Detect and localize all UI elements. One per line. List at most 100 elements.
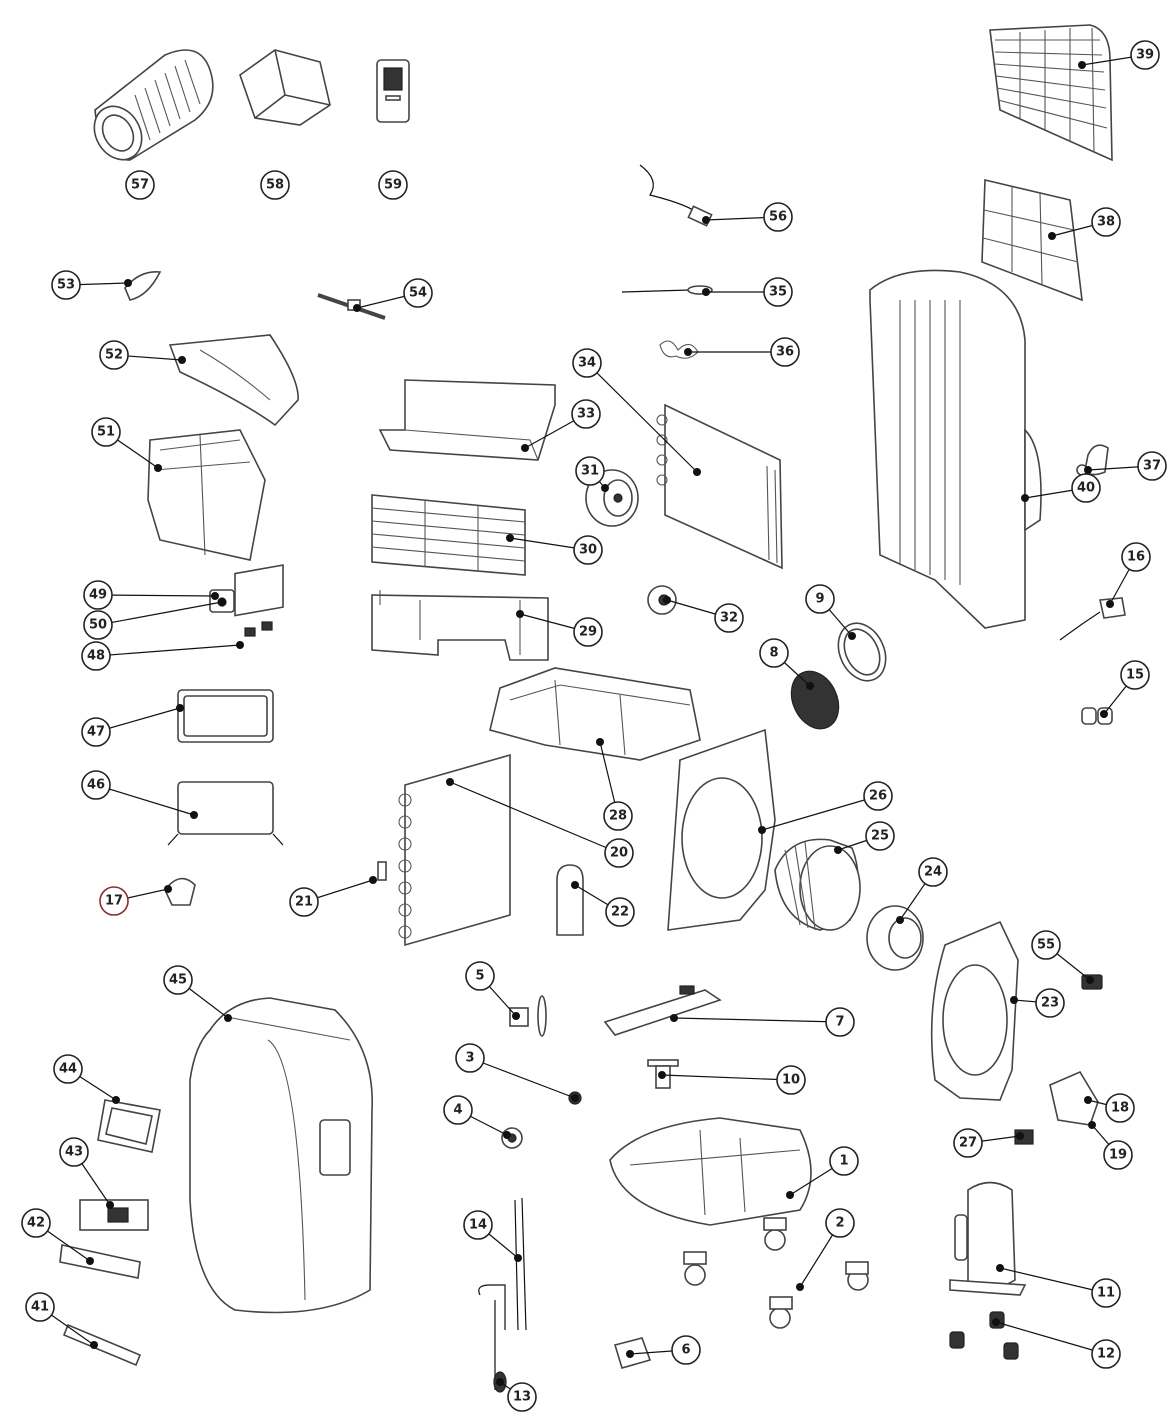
callout-circle-7 xyxy=(825,1007,855,1037)
part-drain-plug xyxy=(1076,444,1109,476)
callout-31: 31 xyxy=(575,456,605,486)
callout-circle-9 xyxy=(805,584,835,614)
callout-number-27: 27 xyxy=(959,1136,977,1151)
callout-36: 36 xyxy=(770,337,800,367)
leader-dot-39 xyxy=(1078,61,1086,69)
callout-circle-16 xyxy=(1121,542,1151,572)
callout-54: 54 xyxy=(403,278,433,308)
leader-dot-29 xyxy=(516,610,524,618)
callout-circle-24 xyxy=(918,857,948,887)
callout-circle-19 xyxy=(1103,1140,1133,1170)
callout-number-57: 57 xyxy=(131,178,149,193)
callout-circle-48 xyxy=(81,641,111,671)
leader-dot-21 xyxy=(369,876,377,884)
callout-circle-32 xyxy=(714,603,744,633)
leader-dot-36 xyxy=(684,348,692,356)
leader-dot-38 xyxy=(1048,232,1056,240)
leader-dot-1 xyxy=(786,1191,794,1199)
callout-number-55: 55 xyxy=(1037,938,1055,953)
leader-dot-14 xyxy=(514,1254,522,1262)
callout-circle-52 xyxy=(99,340,129,370)
leader-dot-13 xyxy=(496,1378,504,1386)
callout-number-41: 41 xyxy=(31,1300,49,1315)
callout-circle-27 xyxy=(953,1128,983,1158)
callout-number-18: 18 xyxy=(1111,1101,1129,1116)
leader-dot-54 xyxy=(353,304,361,312)
part-temperature-sensor xyxy=(621,285,713,295)
part-exhaust-hose xyxy=(93,49,214,161)
callout-circle-46 xyxy=(81,770,111,800)
part-fan-ring xyxy=(837,622,887,682)
leader-dot-40 xyxy=(1021,494,1029,502)
callout-number-14: 14 xyxy=(469,1218,487,1233)
leader-line-48 xyxy=(95,644,241,657)
callout-number-24: 24 xyxy=(924,865,942,880)
callout-circle-20 xyxy=(604,838,634,868)
leader-dot-49 xyxy=(211,592,219,600)
callout-41: 41 xyxy=(25,1292,55,1322)
part-button-strip xyxy=(62,1323,142,1367)
part-upper-frame xyxy=(378,379,556,461)
part-drain-tray xyxy=(489,667,701,761)
part-swing-rod xyxy=(317,293,386,320)
leader-dot-27 xyxy=(1016,1132,1024,1140)
leader-line-10 xyxy=(661,1074,792,1081)
leader-dot-52 xyxy=(178,356,186,364)
part-evaporator xyxy=(656,403,783,570)
callout-circle-47 xyxy=(81,717,111,747)
leader-dot-41 xyxy=(90,1341,98,1349)
callout-number-5: 5 xyxy=(475,969,484,984)
part-control-panel xyxy=(59,1244,141,1279)
callout-circle-31 xyxy=(575,456,605,486)
callout-circle-25 xyxy=(865,821,895,851)
callout-7: 7 xyxy=(825,1007,855,1037)
part-remote-control xyxy=(376,59,410,123)
callout-number-23: 23 xyxy=(1041,996,1059,1011)
leader-dot-45 xyxy=(224,1014,232,1022)
part-blower-housing xyxy=(930,920,1019,1101)
callout-circle-36 xyxy=(770,337,800,367)
callout-30: 30 xyxy=(573,535,603,565)
leader-dot-18 xyxy=(1084,1096,1092,1104)
part-condenser xyxy=(398,753,511,947)
callout-28: 28 xyxy=(603,801,633,831)
leader-dot-26 xyxy=(758,826,766,834)
callout-1: 1 xyxy=(829,1146,859,1176)
callout-number-46: 46 xyxy=(87,778,105,793)
part-control-pcb xyxy=(234,564,284,637)
callout-number-43: 43 xyxy=(65,1145,83,1160)
leader-dot-28 xyxy=(596,738,604,746)
leader-dot-10 xyxy=(658,1071,666,1079)
callout-number-56: 56 xyxy=(769,210,787,225)
callout-number-11: 11 xyxy=(1097,1286,1115,1301)
callout-circle-45 xyxy=(163,965,193,995)
leader-dot-42 xyxy=(86,1257,94,1265)
leader-line-20 xyxy=(449,781,620,854)
callout-number-40: 40 xyxy=(1077,481,1095,496)
callout-24: 24 xyxy=(918,857,948,887)
callout-circle-38 xyxy=(1091,207,1121,237)
callout-circle-26 xyxy=(863,781,893,811)
callout-number-28: 28 xyxy=(609,809,627,824)
callout-6: 6 xyxy=(671,1335,701,1365)
leader-dot-3 xyxy=(571,1094,579,1102)
callout-number-1: 1 xyxy=(839,1154,848,1169)
callout-number-22: 22 xyxy=(611,905,629,920)
callout-4: 4 xyxy=(443,1095,473,1125)
callout-circle-28 xyxy=(603,801,633,831)
callout-number-47: 47 xyxy=(87,725,105,740)
callout-number-39: 39 xyxy=(1136,48,1154,63)
callout-51: 51 xyxy=(91,417,121,447)
leader-dot-32 xyxy=(663,596,671,604)
callout-circle-49 xyxy=(83,580,113,610)
leader-dot-34 xyxy=(693,468,701,476)
part-gasket xyxy=(177,689,274,743)
callout-44: 44 xyxy=(53,1054,83,1084)
part-lcd-display xyxy=(79,1199,149,1231)
callout-circle-35 xyxy=(763,277,793,307)
callout-circle-3 xyxy=(455,1043,485,1073)
leader-dot-15 xyxy=(1100,710,1108,718)
callout-32: 32 xyxy=(714,603,744,633)
callout-number-31: 31 xyxy=(581,464,599,479)
callout-number-42: 42 xyxy=(27,1216,45,1231)
